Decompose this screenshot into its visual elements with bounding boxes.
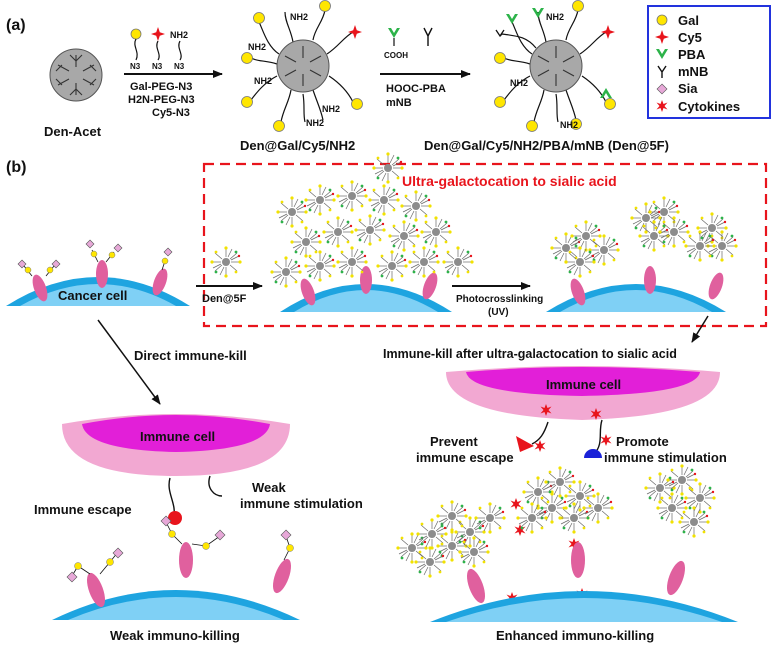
receptor: [96, 260, 108, 288]
cancer-cell-label: Cancer cell: [58, 288, 127, 303]
cancer-cell-3: [546, 266, 726, 312]
reagent-h2n-peg: H2N-PEG-N3: [128, 94, 195, 106]
receptor: [272, 558, 292, 594]
promote-label-2: immune stimulation: [604, 450, 727, 465]
legend-label-pba: PBA: [678, 47, 706, 62]
legend-label-cy5: Cy5: [678, 30, 702, 45]
left-interaction: [168, 475, 233, 525]
arrow-after-galactocation: [691, 315, 709, 343]
reagent-hooc-pba: HOOC-PBA: [386, 83, 446, 95]
prevent-label-2: immune escape: [416, 450, 514, 465]
den5f-arrow-label: Den@5F: [202, 293, 247, 305]
after-galactocation-label: Immune-kill after ultra-galactocation to…: [383, 347, 677, 361]
receptor-blocked-icon: [168, 511, 182, 525]
receptor: [179, 542, 193, 578]
panel-b-label: (b): [6, 159, 26, 176]
reagent-gal-peg: Gal-PEG-N3: [130, 81, 192, 93]
amine-label: NH2: [290, 12, 308, 22]
dashed-box: [202, 162, 768, 328]
cancer-cell-1: [6, 239, 190, 306]
gal-icon: [656, 14, 668, 26]
nanoparticle-cluster-2: [395, 463, 717, 579]
reagent-cy5: Cy5-N3: [152, 107, 190, 119]
receptor: [571, 542, 585, 578]
photo-label-2: (UV): [488, 307, 509, 318]
mnb-legend-icon: [657, 65, 667, 78]
reagent-mnb: mNB: [386, 97, 412, 109]
product-2-label: Den@Gal/Cy5/NH2/PBA/mNB (Den@5F): [424, 138, 669, 153]
arrow-direct-kill: [97, 319, 161, 405]
legend-label-cytokines: Cytokines: [678, 99, 740, 114]
receptor: [32, 274, 48, 302]
weak-receptor-icon: [224, 486, 233, 504]
receptor: [644, 266, 656, 294]
amine-label: NH2: [248, 42, 266, 52]
legend-label-mnb: mNB: [678, 64, 708, 79]
amine-label: NH2: [254, 76, 272, 86]
receptor: [570, 278, 586, 306]
cooh-label: COOH: [384, 51, 408, 60]
promote-receptor-icon: [584, 449, 602, 458]
cy5-n3-icon: [151, 27, 165, 61]
amine-label: NH2: [306, 118, 324, 128]
prevent-escape-icon: [516, 436, 534, 452]
gal-peg-n3-icon: [130, 28, 142, 61]
dendrimer-core-den-acet: [49, 48, 103, 102]
receptor: [152, 268, 168, 296]
immune-cell-right-label: Immune cell: [546, 377, 621, 392]
n3-label-1: N3: [130, 62, 141, 71]
receptor: [86, 572, 106, 608]
mnb-icon: [423, 27, 433, 46]
immune-cell-left: [62, 414, 290, 476]
weak-stim-label-1: Weak: [252, 480, 286, 495]
amine-label: NH2: [510, 78, 528, 88]
nanoparticle-cluster-1: [549, 195, 739, 279]
cancer-cell-bottom-left: [52, 515, 300, 620]
reagent-nh2-label: NH2: [170, 30, 188, 40]
photo-label-1: Photocrosslinking: [456, 294, 543, 305]
legend-label-gal: Gal: [678, 13, 699, 28]
product-1-label: Den@Gal/Cy5/NH2: [240, 138, 355, 153]
functionalized-dendrimer-5f: [494, 0, 616, 132]
sia-icon: [656, 83, 668, 95]
receptor: [422, 272, 438, 300]
receptor: [466, 568, 486, 604]
box-title: Ultra-galactocation to sialic acid: [402, 173, 617, 189]
immune-cell-left-label: Immune cell: [140, 429, 215, 444]
receptor: [360, 266, 372, 294]
receptor: [666, 560, 686, 596]
pba-icon: [388, 28, 400, 46]
den-acet-label: Den-Acet: [44, 124, 102, 139]
immune-escape-label: Immune escape: [34, 502, 132, 517]
amine-label: NH2: [322, 104, 340, 114]
immune-cell-right: [446, 366, 720, 420]
amine-label: NH2: [546, 12, 564, 22]
prevent-label-1: Prevent: [430, 434, 478, 449]
weak-killing-label: Weak immuno-killing: [110, 628, 240, 643]
amine-label: NH2: [560, 120, 578, 130]
promote-label-1: Promote: [616, 434, 669, 449]
direct-kill-label: Direct immune-kill: [134, 348, 247, 363]
pba-legend-icon: [656, 49, 668, 59]
n3-label-2: N3: [152, 62, 163, 71]
panel-a-label: (a): [6, 17, 26, 34]
receptor: [300, 278, 316, 306]
right-interaction: [506, 404, 612, 604]
enhanced-killing-label: Enhanced immuno-killing: [496, 628, 654, 643]
weak-stim-label-2: immune stimulation: [240, 496, 363, 511]
nh2-peg-n3-icon: NH2: [170, 30, 188, 61]
n3-label-3: N3: [174, 62, 185, 71]
legend: Gal Cy5 PBA mNB Sia Cytokines: [647, 5, 771, 119]
den5f-particle: [209, 245, 243, 279]
cancer-cell-bottom-right: [430, 542, 738, 622]
legend-label-sia: Sia: [678, 81, 698, 96]
receptor: [708, 272, 724, 300]
cancer-cell-2: [280, 266, 452, 312]
functionalized-dendrimer-1: [241, 0, 363, 132]
legend-border: [647, 5, 771, 119]
